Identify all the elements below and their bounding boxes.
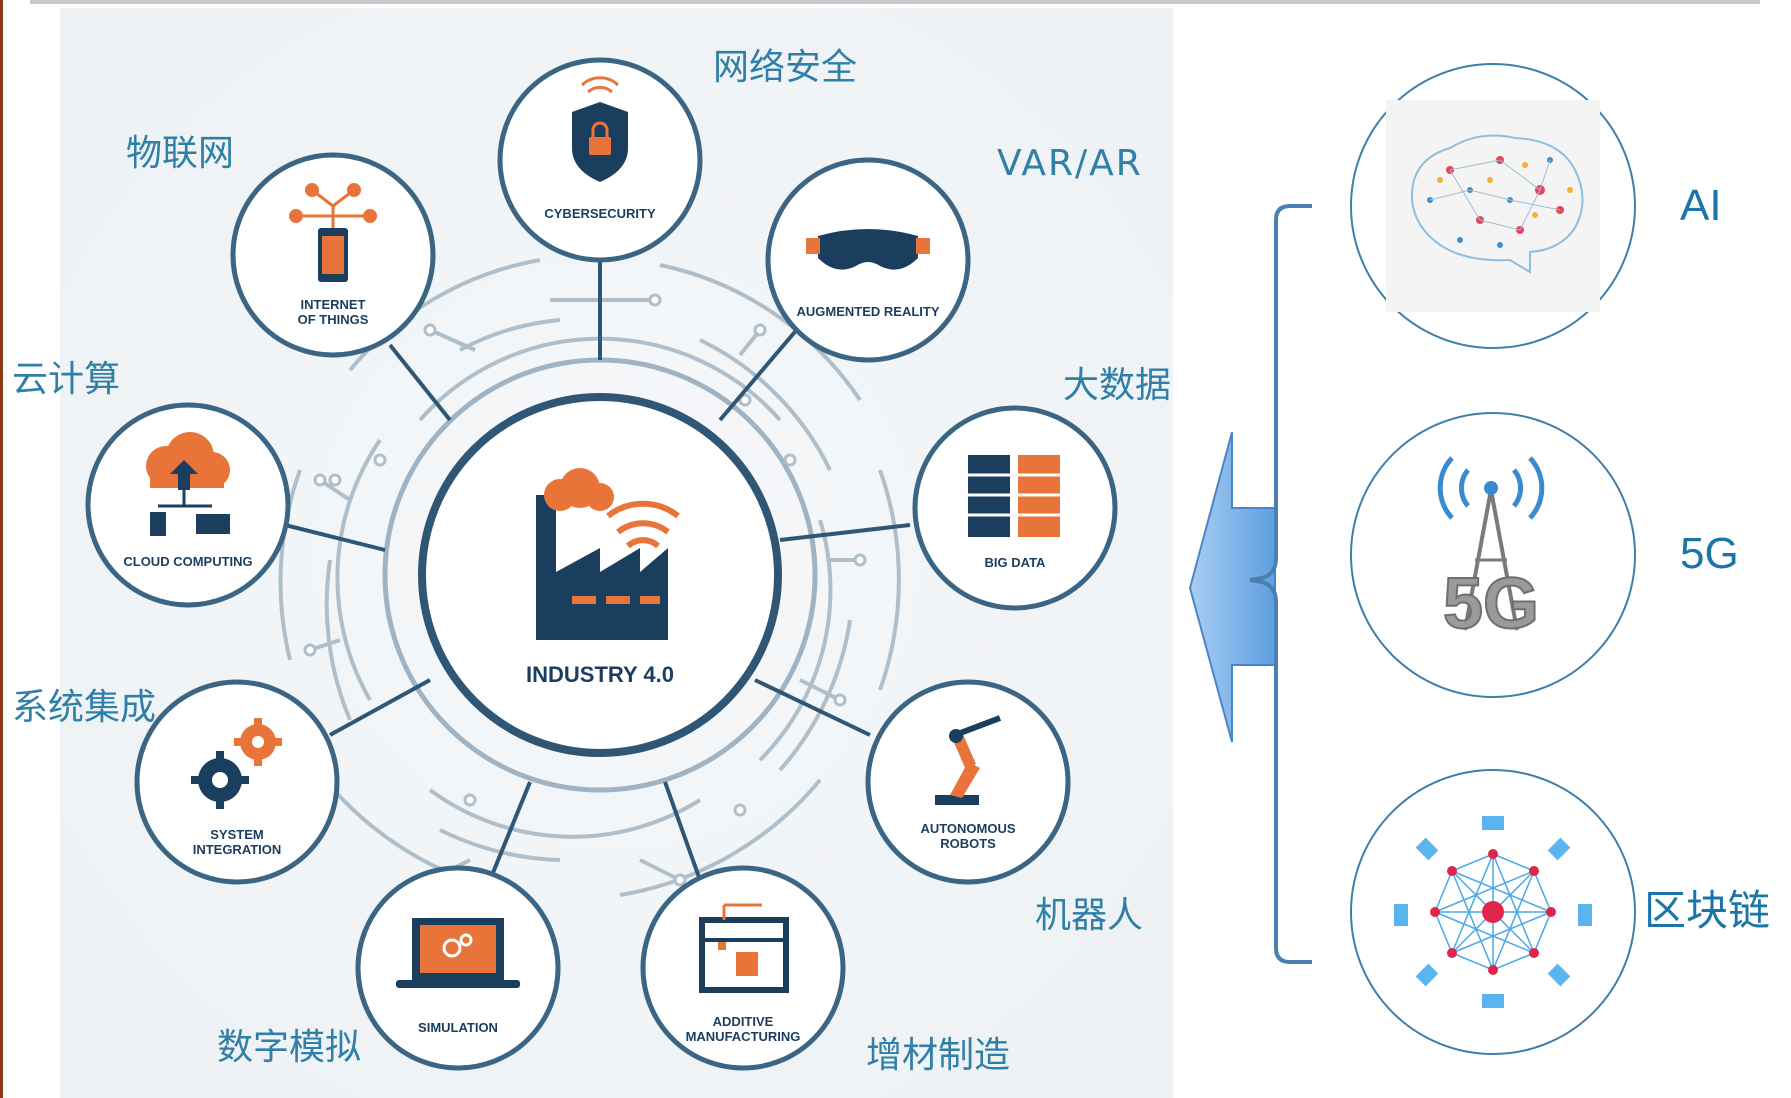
node-cloud-label: CLOUD COMPUTING [123,554,252,569]
node-sysint-label-2: INTEGRATION [193,842,282,857]
node-additive-label-2: MANUFACTURING [686,1029,801,1044]
cloud-icon [146,432,230,536]
node-cyber-label: CYBERSECURITY [544,206,656,221]
label-robots: 机器人 [1035,895,1144,936]
label-iot: 物联网 [126,133,235,174]
node-bigdata-label: BIG DATA [985,555,1047,570]
node-robots-label-1: AUTONOMOUS [920,821,1015,836]
label-additive: 增材制造 [866,1035,1011,1076]
left-edge-strip [0,0,3,1098]
left-arrow [1188,431,1276,743]
node-additive: ADDITIVE MANUFACTURING [640,865,846,1071]
node-iot-label-1: INTERNET [301,297,366,312]
top-rule [30,0,1760,4]
circuit-dots [303,293,867,887]
gear-icon [442,938,462,958]
iot-icon [289,183,377,282]
tech-5g: 5G [1350,412,1636,698]
label-cybersecurity: 网络安全 [713,47,858,88]
laptop-icon [396,918,520,988]
node-cyber: CYBERSECURITY [497,57,703,263]
hub-label: INDUSTRY 4.0 [526,662,674,687]
bracket [1249,204,1312,964]
brain-network-icon [1410,134,1584,274]
node-robots-label-2: ROBOTS [940,836,996,851]
5g-graphic-text: 5G [1443,564,1539,644]
industry-hub: INDUSTRY 4.0 [418,393,782,757]
wifi-icon [587,85,613,94]
node-additive-label-1: ADDITIVE [713,1014,774,1029]
robot-arm-icon [935,715,1002,805]
label-cloud: 云计算 [12,359,121,400]
node-sim-label: SIMULATION [418,1020,498,1035]
node-cloud: CLOUD COMPUTING [85,402,291,608]
node-robots: AUTONOMOUS ROBOTS [865,679,1071,885]
node-bigdata: BIG DATA [912,405,1118,611]
label-simulation: 数字模拟 [217,1027,362,1068]
label-blockchain: 区块链 [1644,886,1771,935]
node-var: AUGMENTED REALITY [765,157,971,363]
node-var-label: AUGMENTED REALITY [797,304,940,319]
node-iot: INTERNET OF THINGS [230,152,436,358]
node-sysint-label-1: SYSTEM [210,827,263,842]
3d-printer-icon [699,903,789,993]
label-system-integration: 系统集成 [12,687,157,728]
node-sim: SIMULATION [355,865,561,1071]
computer-icons [1394,816,1592,1008]
label-big-data: 大数据 [1063,365,1172,406]
database-icon [968,455,1060,537]
label-var-ar: VAR/AR [997,143,1143,184]
tech-ai [1350,63,1636,349]
antenna-tower-icon [1437,456,1545,631]
node-iot-label-2: OF THINGS [298,312,369,327]
lock-icon [589,137,611,155]
node-sysint: SYSTEM INTEGRATION [134,679,340,885]
factory-icon [536,468,680,640]
tech-blockchain [1350,769,1636,1055]
label-5g: 5G [1680,529,1739,578]
spokes [284,252,911,881]
gears-icon [191,718,282,809]
vr-headset-icon [818,229,918,270]
label-ai: AI [1680,181,1722,230]
